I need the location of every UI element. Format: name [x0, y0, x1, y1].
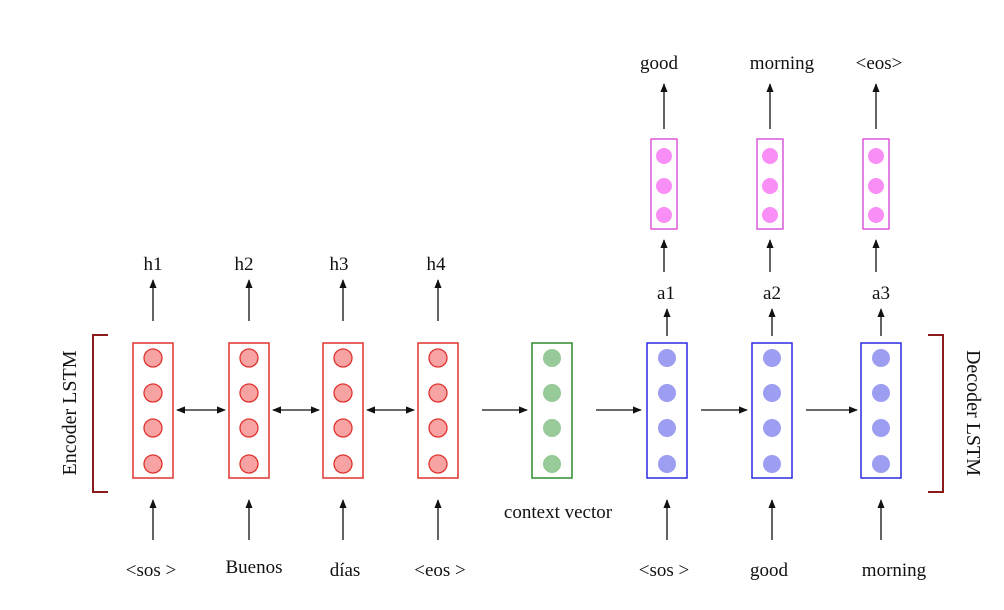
decoder-hidden-1: a1	[657, 283, 675, 304]
encoder-bracket	[92, 334, 108, 493]
encoder-hidden-1: h1	[144, 254, 163, 275]
encoder-cells	[132, 342, 459, 479]
encoder-input-4: <eos >	[414, 560, 466, 581]
decoder-cell-3	[860, 342, 902, 479]
output-cell-3	[862, 138, 890, 230]
decoder-output-1: good	[640, 53, 679, 74]
encoder-input-2: Buenos	[226, 557, 283, 578]
context-vector-cell	[531, 342, 573, 479]
decoder-input-labels: <sos > good morning	[639, 560, 927, 581]
encoder-hidden-2: h2	[235, 254, 254, 275]
encoder-input-3: días	[330, 560, 361, 581]
output-cells	[650, 138, 890, 230]
encoder-hidden-4: h4	[427, 254, 447, 275]
decoder-hidden-labels: a1 a2 a3	[657, 283, 890, 304]
encoder-hidden-3: h3	[330, 254, 349, 275]
decoder-cell-1	[646, 342, 688, 479]
encoder-cell-3	[322, 342, 364, 479]
encoder-cell-2	[228, 342, 270, 479]
decoder-input-2: good	[750, 560, 789, 581]
decoder-cells	[646, 342, 902, 479]
decoder-hidden-3: a3	[872, 283, 890, 304]
decoder-bracket	[928, 334, 944, 493]
decoder-cell-2	[751, 342, 793, 479]
vertical-arrows	[149, 83, 885, 540]
encoder-cell-1	[132, 342, 174, 479]
decoder-input-1: <sos >	[639, 560, 689, 581]
encoder-cell-4	[417, 342, 459, 479]
output-cell-2	[756, 138, 784, 230]
decoder-output-labels: good morning <eos>	[640, 53, 902, 74]
context-vector-label: context vector	[504, 502, 613, 523]
decoder-hidden-2: a2	[763, 283, 781, 304]
encoder-label: Encoder LSTM	[59, 350, 81, 475]
decoder-output-2: morning	[750, 53, 815, 74]
decoder-input-3: morning	[862, 560, 927, 581]
decoder-output-3: <eos>	[856, 53, 903, 74]
encoder-input-1: <sos >	[126, 560, 176, 581]
output-cell-1	[650, 138, 678, 230]
decoder-label: Decoder LSTM	[962, 350, 984, 476]
encoder-hidden-labels: h1 h2 h3 h4	[144, 254, 447, 275]
encoder-input-labels: <sos > Buenos días <eos >	[126, 557, 466, 581]
